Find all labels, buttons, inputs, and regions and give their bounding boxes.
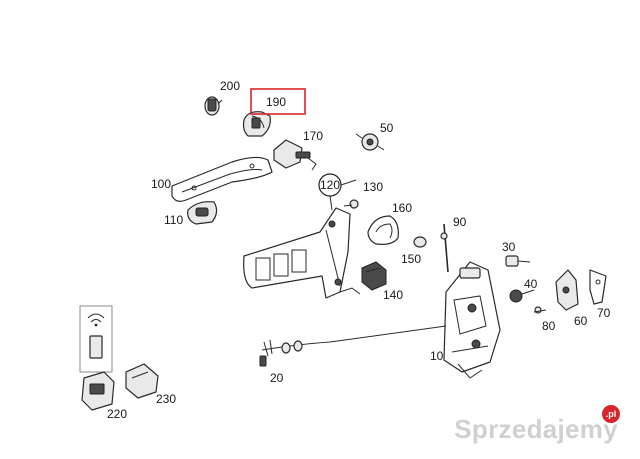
- watermark-dot-icon: .pl: [602, 405, 620, 423]
- label-10: 10: [430, 349, 444, 363]
- part-130: [343, 199, 359, 209]
- label-20: 20: [270, 371, 284, 385]
- label-120: 120: [320, 178, 340, 192]
- part-200: [204, 96, 223, 116]
- label-110: 110: [164, 213, 183, 227]
- part-230: [125, 363, 159, 399]
- part-110: [187, 201, 218, 225]
- part-100: [171, 156, 273, 202]
- part-30: [505, 255, 531, 267]
- label-90: 90: [453, 215, 467, 229]
- part-70: [589, 269, 607, 305]
- part-50: [355, 133, 385, 151]
- label-80: 80: [542, 319, 556, 333]
- label-230: 230: [156, 392, 176, 406]
- part-170: [273, 139, 317, 171]
- label-140: 140: [383, 288, 403, 302]
- label-40: 40: [524, 277, 538, 291]
- part-80: [533, 306, 547, 314]
- highlight-box-190: [250, 88, 306, 115]
- label-70: 70: [597, 306, 611, 320]
- label-190: 190: [266, 95, 286, 109]
- label-50: 50: [380, 121, 394, 135]
- part-190: [242, 111, 271, 137]
- part-150: [413, 236, 427, 248]
- part-20: [259, 355, 267, 367]
- handle-carrier: [243, 207, 361, 299]
- label-100: 100: [151, 177, 171, 191]
- part-90: [440, 223, 449, 273]
- label-160: 160: [392, 201, 412, 215]
- watermark-text: Sprzedajemy: [454, 414, 618, 444]
- part-40: [509, 289, 535, 303]
- part-160: [367, 215, 399, 245]
- label-130: 130: [363, 180, 383, 194]
- label-200: 200: [220, 79, 240, 93]
- label-60: 60: [574, 314, 588, 328]
- part-220: [79, 305, 115, 411]
- label-150: 150: [401, 252, 421, 266]
- part-60: [555, 269, 579, 311]
- label-170: 170: [303, 129, 323, 143]
- label-30: 30: [502, 240, 516, 254]
- part-10: [443, 261, 501, 379]
- bowden-cable: [261, 325, 447, 357]
- part-140: [361, 261, 387, 291]
- label-220: 220: [107, 407, 127, 421]
